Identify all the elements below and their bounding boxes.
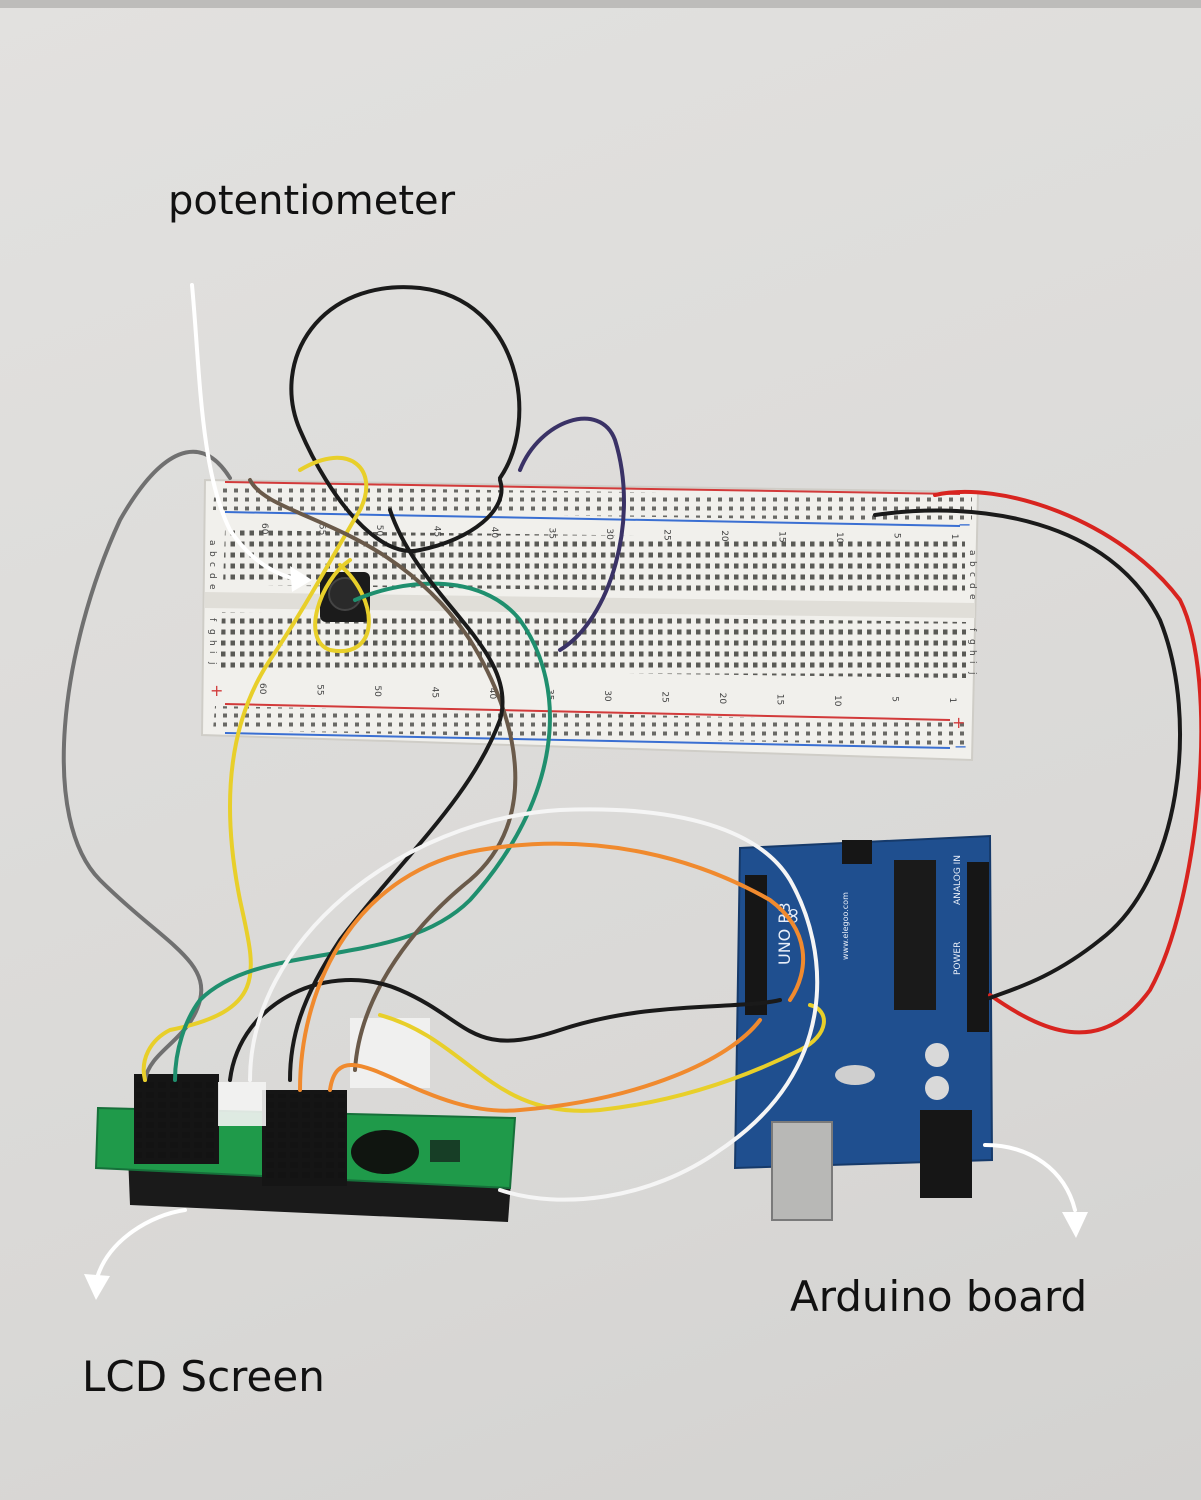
column-number-bottom: 30 [602, 690, 612, 702]
row-letter: h [967, 650, 977, 656]
row-letter: i [207, 651, 217, 654]
arduino-board: UNO R3 ∞ www.elegoo.com ANALOG IN POWER [733, 834, 994, 1221]
column-number-bottom: 50 [372, 685, 382, 697]
wire-orange-2 [328, 1018, 762, 1113]
column-number-top: 5 [892, 533, 902, 539]
column-number-bottom: 1 [947, 697, 957, 703]
rail-red-bottom [224, 703, 951, 721]
wire-black-arduino [228, 978, 782, 1082]
column-number-top: 30 [604, 528, 614, 540]
arrow-lcd [96, 1208, 187, 1277]
column-number-top: 40 [489, 527, 499, 539]
plus-sign-left: + [210, 681, 223, 700]
arduino-website: www.elegoo.com [841, 892, 850, 960]
arrow-lcd-head [84, 1274, 110, 1300]
row-letter: b [967, 561, 977, 567]
rail-red-top [224, 481, 961, 495]
column-number-top: 35 [547, 528, 557, 539]
wire-yellow-arduino [378, 1003, 826, 1113]
column-number-bottom: 10 [832, 695, 842, 707]
column-number-top: 1 [949, 534, 959, 540]
wire-brown [248, 478, 518, 1072]
row-letter: a [967, 550, 977, 556]
column-number-top: 45 [432, 526, 442, 537]
wire-black-loop [289, 285, 522, 554]
column-number-bottom: 45 [430, 687, 440, 698]
column-numbers-top: 60 55 50 45 40 35 30 25 20 15 10 5 1 [259, 523, 959, 544]
column-number-bottom: 60 [257, 683, 267, 695]
column-number-top: 20 [719, 530, 729, 542]
annotation-arrows [84, 283, 1088, 1300]
label-potentiometer: potentiometer [168, 178, 456, 224]
arrow-arduino-head [1062, 1212, 1088, 1238]
wire-yellow-loop [313, 558, 371, 654]
row-letter: b [207, 551, 217, 557]
microcontroller-chip [894, 860, 936, 1010]
top-edge [0, 0, 1201, 8]
row-letter: g [207, 629, 217, 635]
usb-port [771, 1121, 833, 1221]
column-number-bottom: 15 [775, 694, 785, 705]
power-label: POWER [953, 942, 963, 975]
column-number-top: 60 [259, 523, 269, 535]
arrow-potentiometer [190, 283, 302, 582]
column-number-top: 55 [317, 524, 327, 535]
arrow-arduino [983, 1143, 1077, 1212]
wire-orange-1 [298, 841, 806, 1092]
column-number-bottom: 5 [890, 696, 900, 702]
column-number-bottom: 20 [717, 693, 727, 705]
row-letter: g [967, 639, 977, 645]
row-letter: c [967, 572, 977, 577]
wire-white [248, 807, 820, 1202]
minus-sign-right: − [954, 737, 967, 756]
row-letter: h [207, 640, 217, 646]
column-number-top: 10 [834, 532, 844, 544]
lcd-screen [94, 1018, 517, 1222]
wire-black-right [873, 508, 1182, 1000]
row-letter: c [207, 562, 217, 567]
row-letter: e [967, 594, 977, 600]
column-number-bottom: 55 [315, 684, 325, 695]
wire-green [173, 581, 552, 1082]
label-arduino-board: Arduino board [790, 1272, 1088, 1321]
plus-sign-right: + [952, 713, 965, 732]
arrow-potentiometer-head [290, 566, 312, 592]
analog-label: ANALOG IN [953, 855, 963, 905]
row-letter: j [207, 661, 217, 665]
power-jack [920, 1110, 972, 1198]
column-number-bottom: 25 [660, 691, 670, 702]
label-lcd-screen: LCD Screen [82, 1352, 325, 1401]
column-number-top: 15 [777, 531, 787, 542]
row-letter: d [207, 573, 217, 579]
row-letter: j [967, 671, 977, 675]
arduino-logo: ∞ [781, 907, 806, 925]
row-letter: f [207, 618, 217, 622]
column-number-top: 25 [662, 529, 672, 540]
rail-blue-bottom [224, 732, 951, 749]
wire-black-long [288, 508, 505, 1082]
row-letter: d [967, 583, 977, 589]
row-letter: e [207, 584, 217, 590]
rail-blue-top [224, 511, 961, 527]
minus-sign-right-top: − [958, 515, 971, 534]
row-letter: i [967, 661, 977, 664]
row-letter: f [967, 628, 977, 632]
wire-purple [518, 416, 626, 652]
column-number-bottom: 40 [487, 688, 497, 700]
column-number-top: 50 [374, 525, 384, 537]
wire-gray [61, 449, 232, 1082]
row-letter: a [207, 540, 217, 546]
